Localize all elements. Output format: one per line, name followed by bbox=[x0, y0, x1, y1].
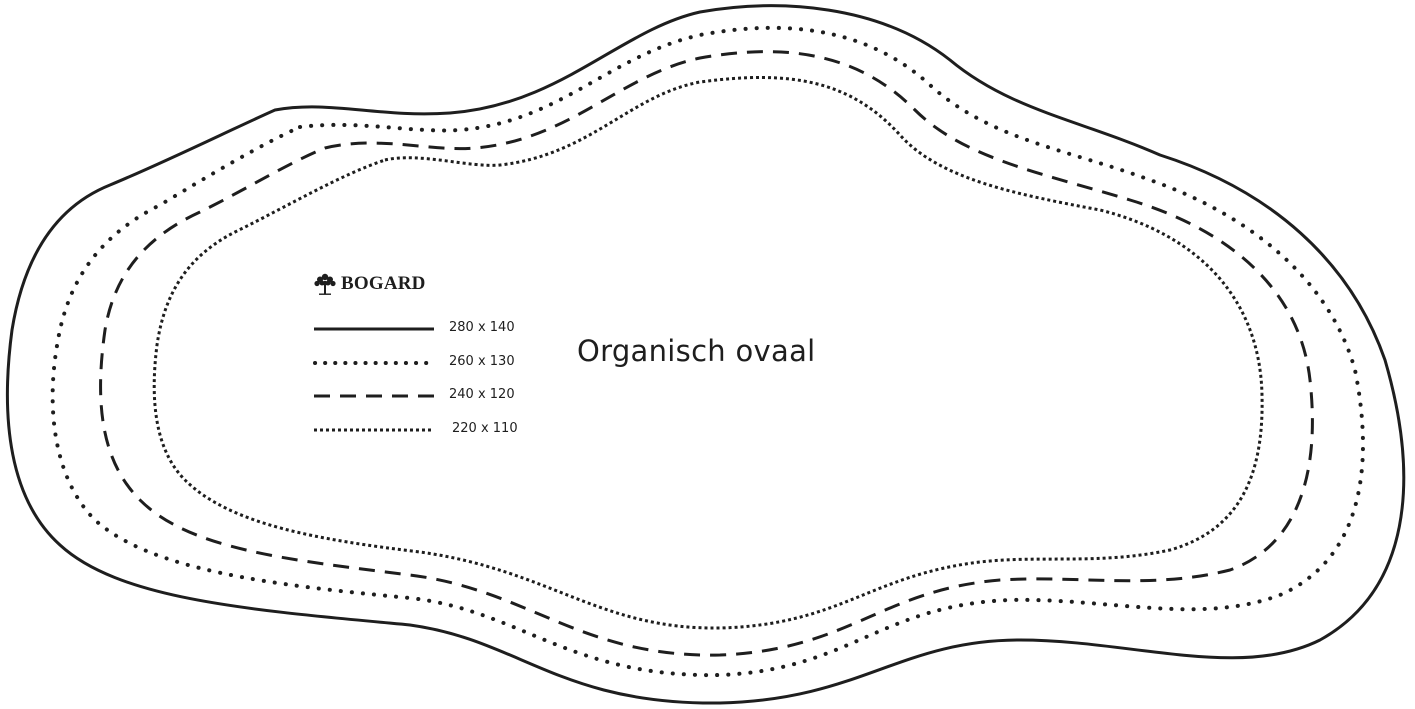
dashed-line-swatch bbox=[314, 394, 435, 398]
legend-label: 240 x 120 bbox=[449, 387, 515, 403]
tree-icon bbox=[314, 273, 336, 295]
legend-item: 240 x 120 bbox=[313, 385, 553, 419]
outline-280x140 bbox=[5, 4, 1406, 705]
legend-label: 280 x 140 bbox=[449, 320, 515, 335]
solid-line-swatch bbox=[314, 327, 434, 331]
diagram-title: Organisch ovaal bbox=[577, 334, 816, 368]
outline-260x130 bbox=[50, 25, 1365, 678]
round-dotted-line-swatch bbox=[313, 360, 437, 365]
brand-name: BOGARD bbox=[341, 273, 426, 294]
legend-label: 220 x 110 bbox=[452, 421, 518, 437]
legend: 280 x 140 260 x 130 240 x 120 220 x 110 bbox=[313, 318, 553, 453]
outline-220x110 bbox=[152, 75, 1264, 630]
legend-item: 220 x 110 bbox=[313, 419, 553, 453]
legend-item: 260 x 130 bbox=[313, 352, 553, 386]
outline-240x120 bbox=[99, 50, 1314, 657]
dense-dotted-line-swatch bbox=[314, 428, 432, 432]
legend-item: 280 x 140 bbox=[313, 318, 553, 352]
brand-logo: BOGARD bbox=[313, 272, 426, 296]
legend-label: 260 x 130 bbox=[449, 353, 515, 369]
